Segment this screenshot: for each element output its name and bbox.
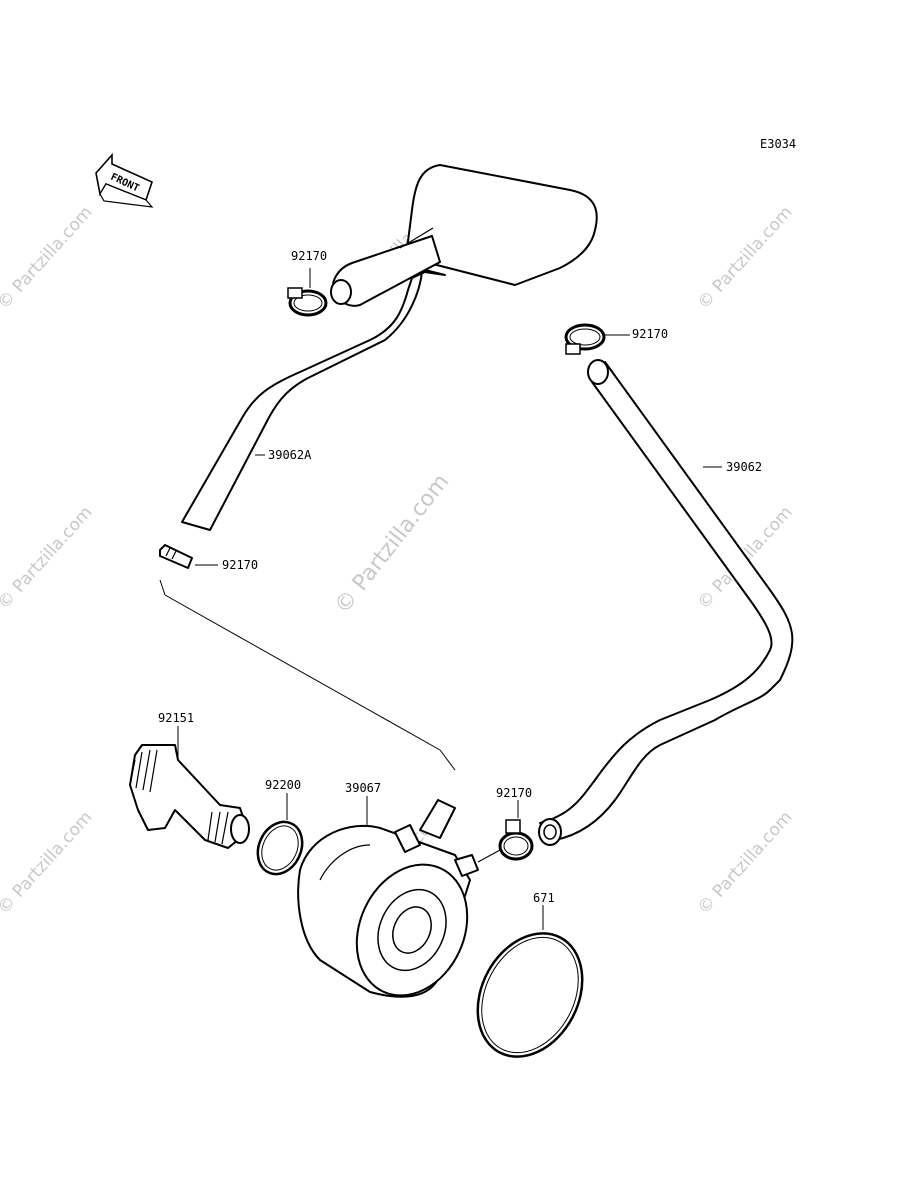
label-oil-cooler: 39067 xyxy=(345,781,381,795)
watermark-right-top: © Partzilla.com xyxy=(694,202,797,313)
o-ring-671-icon xyxy=(476,932,584,1058)
hose-39062a xyxy=(181,164,598,531)
o-ring-92200-icon xyxy=(256,820,304,876)
clamp-top-left-icon xyxy=(287,287,328,317)
watermark-layer: © Partzilla.com © Partzilla.com © Partzi… xyxy=(0,197,796,918)
watermark-right-bottom: © Partzilla.com xyxy=(694,807,797,918)
label-o-ring-small: 92200 xyxy=(265,778,301,792)
hose-39062 xyxy=(538,359,794,846)
watermark-left-mid: © Partzilla.com xyxy=(0,502,96,613)
label-bolt: 92151 xyxy=(158,711,194,725)
front-arrow-icon: FRONT xyxy=(95,152,154,208)
label-clamp-top-left: 92170 xyxy=(291,249,327,263)
clamp-top-right-icon xyxy=(564,323,606,355)
clamp-lower-right-icon xyxy=(498,819,534,861)
oil-cooler-39067-icon xyxy=(297,799,479,998)
leader-lines xyxy=(159,268,722,930)
label-o-ring-large: 671 xyxy=(533,891,555,905)
watermark-left-bottom: © Partzilla.com xyxy=(0,807,96,918)
watermark-center: © Partzilla.com xyxy=(330,470,454,619)
clamp-mid-left-icon xyxy=(159,544,193,569)
watermark-left-top: © Partzilla.com xyxy=(0,202,96,313)
label-clamp-lower-right: 92170 xyxy=(496,786,532,800)
label-hose-right: 39062 xyxy=(726,460,762,474)
bolt-92151-icon xyxy=(129,744,250,849)
diagram-code: E3034 xyxy=(760,137,796,151)
label-clamp-mid-left: 92170 xyxy=(222,558,258,572)
label-clamp-top-right: 92170 xyxy=(632,327,668,341)
label-hose-left: 39062A xyxy=(268,448,312,462)
